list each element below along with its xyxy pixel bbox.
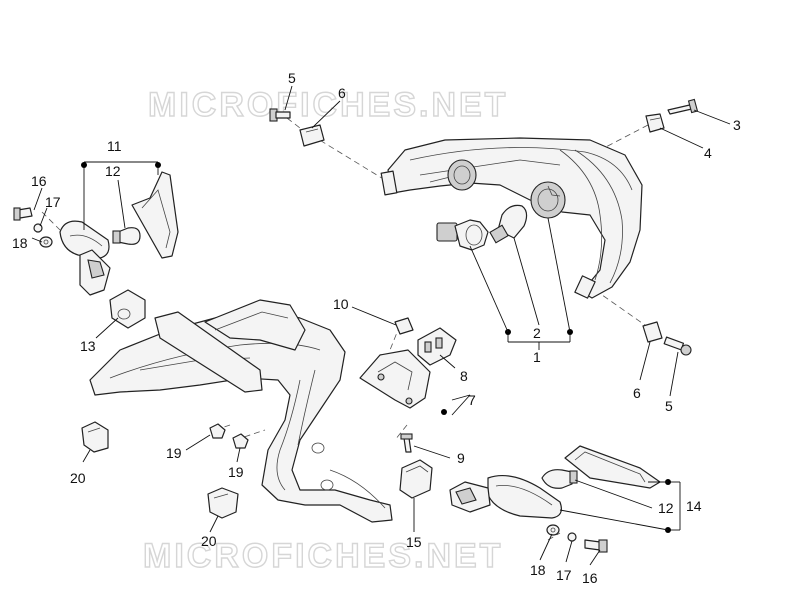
licence-plate-light: [359, 327, 457, 409]
label-2: 2: [533, 325, 541, 341]
left-turn-signal: [13, 171, 179, 296]
leader-lines: [31, 85, 731, 566]
label-19-left: 19: [166, 445, 182, 461]
label-4: 4: [704, 145, 712, 161]
watermark-bottom: MICROFICHES.NET: [143, 537, 503, 575]
label-16-bottom: 16: [582, 570, 598, 586]
rear-mudguard: [89, 299, 393, 523]
label-11: 11: [107, 138, 122, 154]
label-20-left: 20: [70, 470, 86, 486]
label-6-right: 6: [633, 385, 641, 401]
watermark-top: MICROFICHES.NET: [148, 86, 508, 124]
fastener-clips: [81, 421, 249, 519]
label-17-left: 17: [45, 194, 61, 210]
label-15: 15: [406, 534, 422, 550]
label-12-right: 12: [658, 500, 674, 516]
label-5-right: 5: [665, 398, 673, 414]
label-3: 3: [733, 117, 741, 133]
label-5-top: 5: [288, 70, 296, 86]
bulb-socket-assembly: [436, 204, 528, 251]
label-12-left: 12: [105, 163, 121, 179]
signal-bracket-left: [109, 289, 146, 329]
label-18-left: 18: [12, 235, 28, 251]
part-labels: 11 12 16 17 18 13 5 6 3 4 2 1 6 5 10 8 7…: [12, 70, 741, 586]
label-20-bottom: 20: [201, 533, 217, 549]
tail-light-housing: [380, 137, 643, 299]
signal-bracket-right: [399, 459, 433, 499]
label-1: 1: [533, 349, 541, 365]
label-14: 14: [686, 498, 702, 514]
label-7: 7: [468, 392, 476, 408]
label-17-bottom: 17: [556, 567, 572, 583]
label-16-left: 16: [31, 173, 47, 189]
label-10: 10: [333, 296, 349, 312]
label-9: 9: [457, 450, 465, 466]
label-13: 13: [80, 338, 96, 354]
label-6-top: 6: [338, 85, 346, 101]
label-19-right: 19: [228, 464, 244, 480]
label-18-bottom: 18: [530, 562, 546, 578]
right-turn-signal: [449, 445, 661, 553]
label-8: 8: [460, 368, 468, 384]
